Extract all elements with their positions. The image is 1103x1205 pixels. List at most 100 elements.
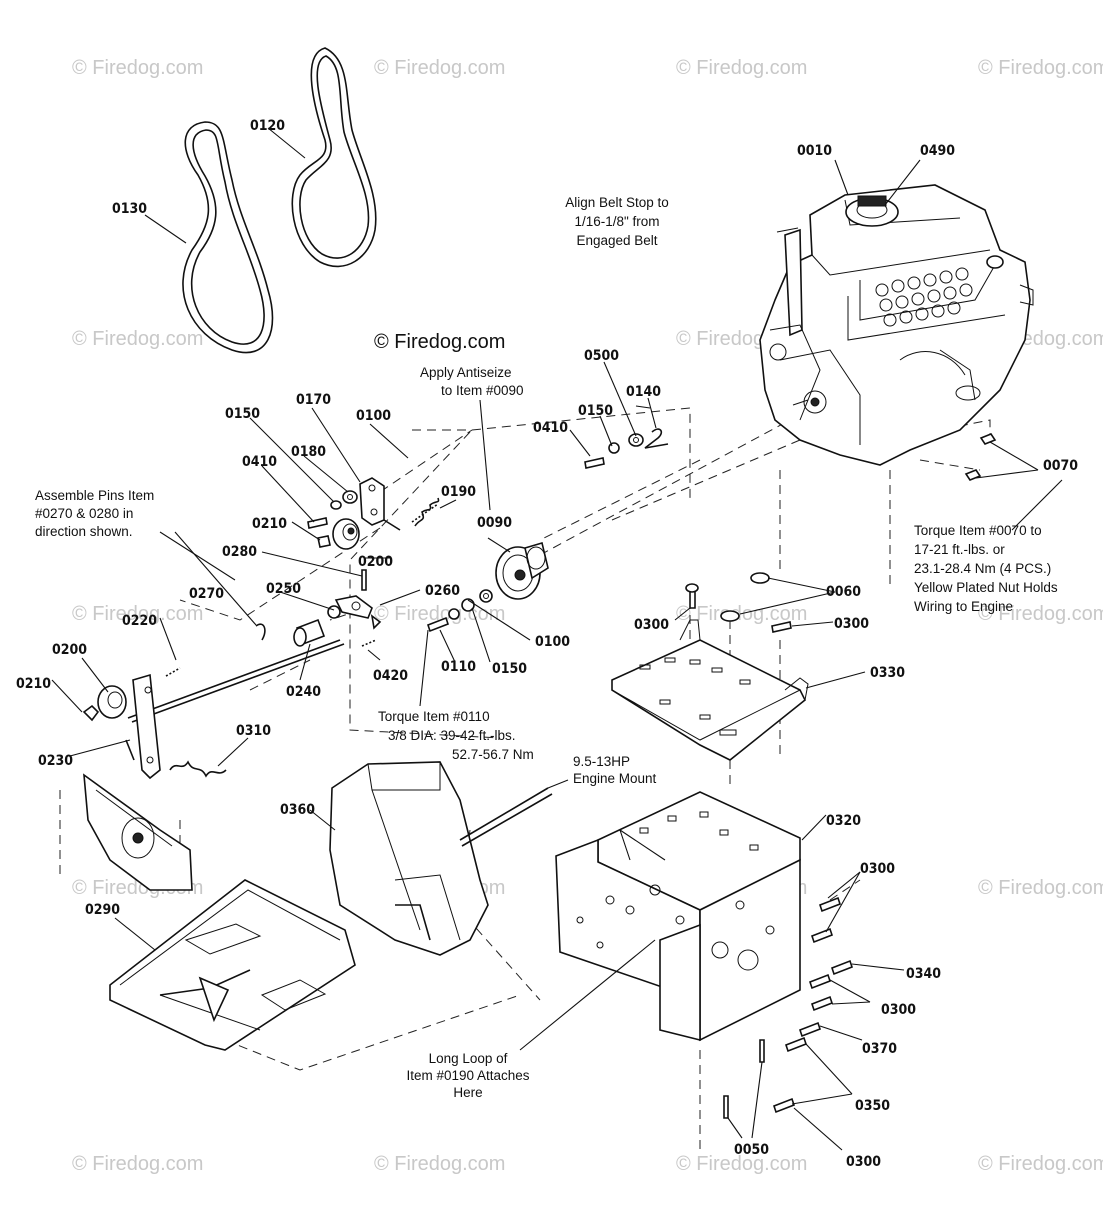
part-number: 0300 [846,1154,881,1170]
drive-pulley-0090 [495,541,549,600]
mount-holes [576,811,775,971]
note-long-loop: Long Loop of Item #0190 Attaches Here [406,1051,529,1100]
part-number: 0110 [441,659,476,675]
note-line: 17-21 ft.-lbs. or [914,542,1005,557]
note-line: Yellow Plated Nut Holds [914,580,1058,595]
assembly-notes: Align Belt Stop to 1/16-1/8" from Engage… [35,195,1058,1100]
part-number: 0360 [280,802,315,818]
note-line: 9.5-13HP [573,754,630,769]
watermark: © Firedog.com [978,877,1103,899]
part-number: 0150 [225,406,260,422]
note-line: Apply Antiseize [420,365,512,380]
part-number: 0300 [634,617,669,633]
part-number: 0320 [826,813,861,829]
note-align-belt: Align Belt Stop to 1/16-1/8" from Engage… [565,195,669,248]
part-number: 0300 [860,861,895,877]
engine-0010 [759,184,1034,466]
part-number: 0190 [441,484,476,500]
part-number: 0070 [1043,458,1078,474]
note-line: Engine Mount [573,771,657,786]
note-line: Engaged Belt [576,233,657,248]
part-number: 0310 [236,723,271,739]
belt-0130 [182,121,274,354]
belt-stop-hardware [584,428,669,469]
watermark: © Firedog.com [72,328,203,350]
part-number: 0410 [242,454,277,470]
part-number: 0280 [222,544,257,560]
part-number: 0370 [862,1041,897,1057]
part-number: 0100 [535,634,570,650]
note-line: #0270 & 0280 in [35,506,133,521]
watermark: © Firedog.com [978,57,1103,79]
part-number: 0150 [578,403,613,419]
part-number: 0090 [477,515,512,531]
engine-cooling-grille [875,267,973,327]
part-number: 0210 [252,516,287,532]
part-number: 0330 [870,665,905,681]
pulley-bolt-washers [427,589,493,633]
part-number: 0180 [291,444,326,460]
part-number: 0220 [122,613,157,629]
watermark: © Firedog.com [374,57,505,79]
note-antiseize: Apply Antiseize to Item #0090 [420,365,524,398]
part-number: 0350 [855,1098,890,1114]
part-number: 0060 [826,584,861,600]
part-number-labels: 0010 0490 0120 0130 0500 0140 0150 0410 … [16,118,1078,1170]
note-line: to Item #0090 [441,383,524,398]
leader-lines [51,127,1063,1151]
note-line: Item #0190 Attaches [406,1068,529,1083]
watermark: © Firedog.com [374,1153,505,1175]
part-number: 0150 [492,661,527,677]
lever-shaft-assembly [82,639,345,780]
part-number: 0290 [85,902,120,918]
note-line: Here [453,1085,482,1100]
note-line: Wiring to Engine [914,599,1013,614]
part-number: 0490 [920,143,955,159]
part-number: 0130 [112,201,147,217]
part-number: 0230 [38,753,73,769]
engine-plate-0330 [611,619,809,761]
note-line: Torque Item #0070 to [914,523,1042,538]
watermark: © Firedog.com [72,603,203,625]
note-torque-0110: Torque Item #0110 3/8 DIA: 39-42 ft.-lbs… [378,709,534,762]
part-number: 0300 [881,1002,916,1018]
note-line: 3/8 DIA: 39-42 ft.-lbs. [388,728,516,743]
note-line: Align Belt Stop to [565,195,669,210]
part-number: 0050 [734,1142,769,1158]
watermark: © Firedog.com [978,1153,1103,1175]
note-line: Assemble Pins Item [35,488,154,503]
chute-housing-0360 [329,761,569,956]
note-engine-mount: 9.5-13HP Engine Mount [573,754,657,786]
part-number: 0100 [356,408,391,424]
part-number: 0200 [358,554,393,570]
watermark: © Firedog.com [676,57,807,79]
pulley-housing-plate [83,773,193,891]
note-line: Torque Item #0110 [378,709,490,724]
part-number: 0420 [373,668,408,684]
mount-bolts-side [723,896,853,1119]
part-number: 0010 [797,143,832,159]
watermark: © Firedog.com [978,603,1103,625]
note-torque-0070: Torque Item #0070 to 17-21 ft.-lbs. or 2… [914,523,1058,614]
note-line: 52.7-56.7 Nm [452,747,534,762]
note-line: 23.1-28.4 Nm (4 PCS.) [914,561,1051,576]
note-line: 1/16-1/8" from [574,214,659,229]
part-number: 0170 [296,392,331,408]
engine-mount-0320 [555,791,801,1042]
part-number: 0240 [286,684,321,700]
watermark: © Firedog.com [676,1153,807,1175]
bottom-pan-0290 [109,879,356,1051]
part-number: 0120 [250,118,285,134]
watermark: © Firedog.com [72,57,203,79]
part-number: 0140 [626,384,661,400]
part-number: 0250 [266,581,301,597]
mount-bolts-top [685,572,792,633]
plate-slots [639,657,751,736]
nuts-0070 [964,433,997,481]
note-assemble-pins: Assemble Pins Item #0270 & 0280 in direc… [35,488,154,539]
watermark: © Firedog.com [72,1153,203,1175]
belt-0120 [291,47,377,268]
idler-arm-assembly [307,477,440,550]
part-number: 0300 [834,616,869,632]
part-number: 0260 [425,583,460,599]
